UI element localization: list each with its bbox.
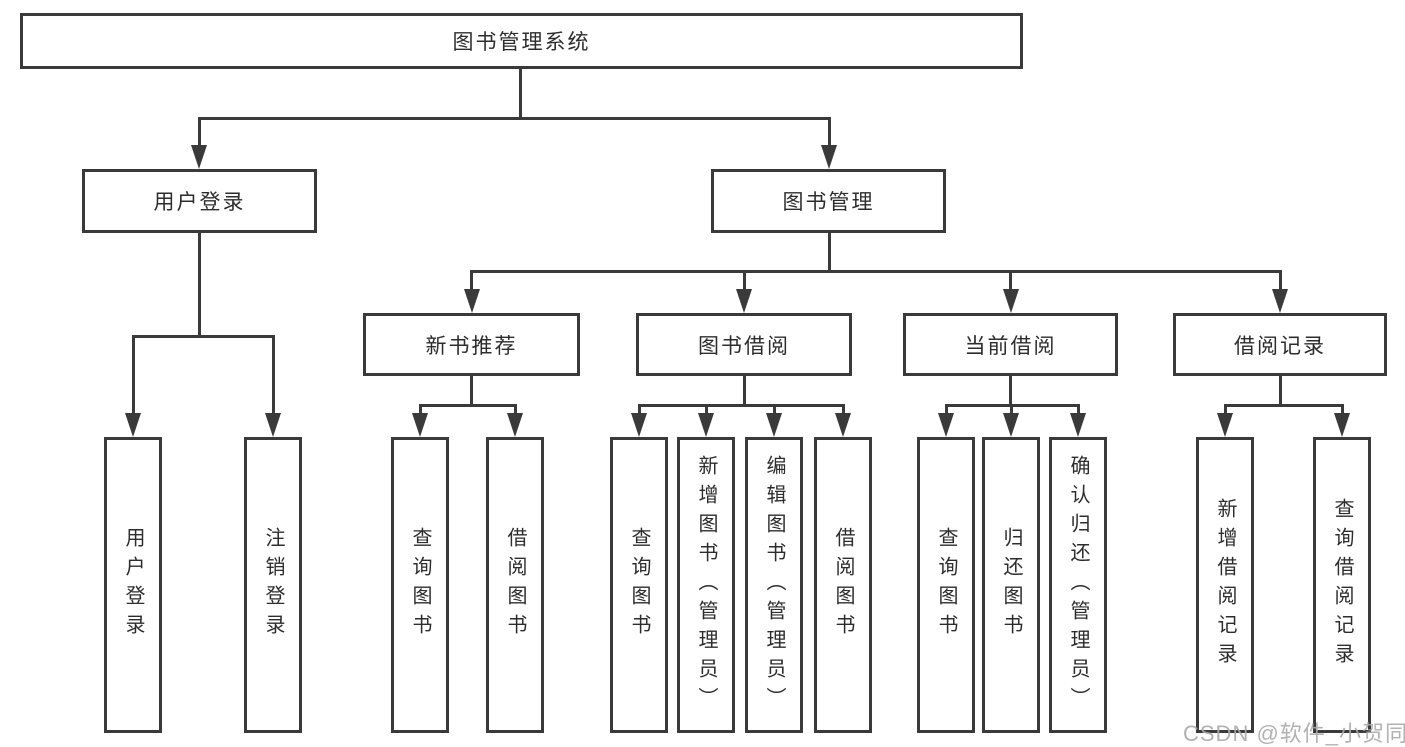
node-label: 确认归还（管理员） (1067, 454, 1089, 716)
arrow-down-icon (835, 413, 851, 437)
node-label: 归还图书 (1000, 527, 1022, 643)
connector-line (418, 404, 422, 417)
node-label: 当前借阅 (964, 334, 1057, 358)
connector-line (1009, 376, 1012, 407)
arrow-down-icon (766, 413, 782, 437)
node-label: 借阅图书 (832, 527, 854, 643)
connector-line (1340, 404, 1344, 417)
connector-line (470, 270, 1281, 273)
node-label: 查询图书 (628, 527, 650, 643)
node-label: 图书管理 (782, 191, 875, 214)
leaf-logout: 注销登录 (244, 437, 302, 733)
node-label: 编辑图书（管理员） (763, 454, 785, 716)
connector-line (1278, 270, 1282, 294)
connector-line (637, 404, 641, 417)
connector-line (742, 270, 746, 294)
connector-line (742, 376, 746, 407)
node-label: 新书推荐 (425, 334, 518, 358)
connector-line (1223, 404, 1344, 407)
leaf-add-borrow-record: 新增借阅记录 (1196, 437, 1254, 733)
node-label: 新增图书（管理员） (695, 454, 717, 716)
connector-line (518, 69, 522, 120)
node-label: 用户登录 (122, 527, 144, 643)
connector-line (704, 404, 708, 417)
leaf-borrow-books-recommend: 借阅图书 (486, 437, 544, 733)
arrow-down-icon (1217, 413, 1233, 437)
connector-line (513, 404, 517, 417)
connector-line (418, 404, 517, 407)
connector-line (772, 404, 776, 417)
node-library-system: 图书管理系统 (20, 13, 1023, 69)
arrow-down-icon (1334, 413, 1350, 437)
arrow-down-icon (821, 145, 837, 169)
connector-line (637, 404, 845, 407)
arrow-down-icon (736, 289, 752, 313)
connector-line (827, 233, 831, 273)
connector-line (470, 376, 473, 407)
connector-line (944, 404, 948, 417)
arrow-down-icon (191, 145, 207, 169)
node-label: 查询图书 (935, 527, 957, 643)
arrow-down-icon (507, 413, 523, 437)
connector-line (1009, 404, 1013, 417)
node-label: 图书管理系统 (452, 31, 591, 54)
node-label: 新增借阅记录 (1214, 498, 1236, 672)
connector-line (1076, 404, 1080, 417)
leaf-query-books-borrowing: 查询图书 (610, 437, 668, 733)
arrow-down-icon (631, 413, 647, 437)
arrow-down-icon (938, 413, 954, 437)
node-label: 查询图书 (409, 527, 431, 643)
connector-line (1278, 376, 1282, 407)
node-label: 注销登录 (262, 527, 284, 643)
arrow-down-icon (1003, 413, 1019, 437)
arrow-down-icon (265, 413, 281, 437)
leaf-user-login: 用户登录 (104, 437, 162, 733)
arrow-down-icon (1272, 289, 1288, 313)
connector-line (1009, 270, 1012, 294)
leaf-query-books-current: 查询图书 (917, 437, 975, 733)
connector-line (131, 335, 135, 417)
leaf-confirm-return-admin: 确认归还（管理员） (1049, 437, 1107, 733)
connector-line (1223, 404, 1227, 417)
node-label: 用户登录 (153, 191, 246, 214)
node-new-book-recommend: 新书推荐 (363, 313, 580, 376)
node-label: 图书借阅 (698, 334, 790, 358)
node-borrowing-records: 借阅记录 (1173, 313, 1387, 376)
connector-line (197, 117, 201, 148)
leaf-return-book: 归还图书 (982, 437, 1040, 733)
arrow-down-icon (463, 289, 480, 313)
connector-line (827, 117, 831, 148)
leaf-borrow-books-borrowing: 借阅图书 (814, 437, 872, 733)
connector-line (470, 270, 473, 294)
csdn-watermark: CSDN @软件_小贺同学 (1183, 721, 1405, 746)
arrow-down-icon (412, 413, 428, 437)
connector-line (197, 233, 201, 338)
leaf-query-books-recommend: 查询图书 (391, 437, 449, 733)
node-label: 借阅记录 (1234, 334, 1326, 358)
connector-line (841, 404, 845, 417)
arrow-down-icon (698, 413, 714, 437)
node-current-borrowing: 当前借阅 (903, 313, 1118, 376)
connector-line (271, 335, 275, 417)
connector-line (197, 117, 831, 120)
node-book-management: 图书管理 (711, 169, 946, 233)
arrow-down-icon (1070, 413, 1086, 437)
node-book-borrowing: 图书借阅 (636, 313, 852, 376)
node-user-login: 用户登录 (82, 169, 317, 233)
arrow-down-icon (1002, 289, 1019, 313)
arrow-down-icon (125, 413, 141, 437)
connector-line (131, 335, 275, 338)
node-label: 借阅图书 (504, 527, 526, 643)
leaf-query-borrow-record: 查询借阅记录 (1313, 437, 1371, 733)
leaf-add-book-admin: 新增图书（管理员） (677, 437, 735, 733)
leaf-edit-book-admin: 编辑图书（管理员） (745, 437, 803, 733)
node-label: 查询借阅记录 (1331, 498, 1353, 672)
